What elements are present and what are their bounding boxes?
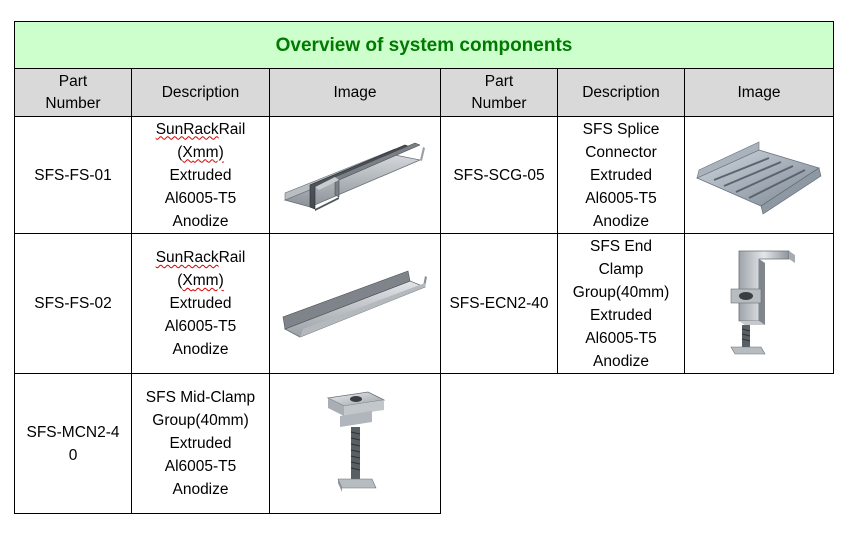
desc-line: Anodize bbox=[172, 341, 229, 358]
part-number-line2: 0 bbox=[68, 446, 78, 464]
description-cell: SFS End Clamp Group(40mm) Extruded Al600… bbox=[557, 233, 685, 374]
desc-paren: ( bbox=[177, 143, 183, 161]
part-number-cell: SFS-ECN2-40 bbox=[440, 233, 558, 374]
components-table-container: Overview of system components Part Numbe… bbox=[14, 21, 834, 514]
image-cell bbox=[269, 373, 441, 514]
desc-line: SFS Splice bbox=[582, 120, 660, 138]
desc-mm: mm) bbox=[192, 272, 224, 289]
desc-product-name: SunRack bbox=[155, 120, 219, 138]
table-row: SFS-MCN2-4 0 SFS Mid-Clamp Group(40mm) E… bbox=[14, 373, 834, 514]
splice-connector-icon bbox=[696, 141, 822, 214]
header-description: Description bbox=[131, 68, 270, 117]
image-cell bbox=[269, 116, 441, 234]
part-number-cell: SFS-FS-02 bbox=[14, 233, 132, 374]
desc-x-placeholder: X bbox=[182, 143, 193, 161]
desc-line: Al6005-T5 bbox=[164, 458, 237, 475]
desc-line: Anodize bbox=[592, 352, 649, 370]
image-cell bbox=[684, 116, 834, 234]
desc-line: Al6005-T5 bbox=[585, 189, 657, 207]
part-number-line1: SFS-MCN2-4 bbox=[26, 423, 120, 441]
desc-line: Anodize bbox=[592, 212, 649, 230]
desc-line: Extruded bbox=[169, 435, 232, 452]
desc-line: Group(40mm) bbox=[572, 283, 670, 301]
description-cell: SunRack Rail (Xmm) Extruded Al6005-T5 An… bbox=[131, 233, 270, 374]
header-row: Part Number Description Image Part Numbe… bbox=[14, 68, 834, 117]
desc-line: Extruded bbox=[589, 306, 653, 324]
rail-profile-01-icon bbox=[283, 142, 425, 211]
empty-cell bbox=[441, 374, 834, 514]
header-part-number: Part Number bbox=[14, 68, 132, 117]
desc-line: Group(40mm) bbox=[152, 412, 249, 429]
desc-line: SFS End bbox=[589, 237, 653, 255]
table-title: Overview of system components bbox=[14, 21, 834, 69]
part-number-cell: SFS-SCG-05 bbox=[440, 116, 558, 234]
desc-line: Extruded bbox=[169, 295, 232, 312]
desc-rail-word: Rail bbox=[218, 120, 246, 138]
desc-product-name: SunRack bbox=[155, 249, 219, 266]
desc-line: Extruded bbox=[169, 166, 232, 184]
description-cell: SunRack Rail (Xmm) Extruded Al6005-T5 An… bbox=[131, 116, 270, 234]
header-part-number-line2: Number bbox=[471, 94, 527, 112]
desc-paren: ( bbox=[177, 272, 183, 289]
desc-line: Al6005-T5 bbox=[164, 318, 237, 335]
desc-mm: mm) bbox=[192, 143, 224, 161]
desc-line: Extruded bbox=[589, 166, 653, 184]
header-image-2: Image bbox=[684, 68, 834, 117]
desc-line: SFS Mid-Clamp bbox=[145, 389, 256, 406]
mid-clamp-icon bbox=[326, 391, 386, 492]
end-clamp-icon bbox=[730, 250, 795, 355]
image-cell bbox=[684, 233, 834, 374]
table-row: SFS-FS-01 SunRack Rail (Xmm) Extruded Al… bbox=[14, 116, 834, 234]
desc-line: Anodize bbox=[172, 212, 229, 230]
desc-line: Connector bbox=[585, 143, 657, 161]
components-table: Overview of system components Part Numbe… bbox=[14, 21, 834, 514]
description-cell: SFS Splice Connector Extruded Al6005-T5 … bbox=[557, 116, 685, 234]
image-cell bbox=[269, 233, 441, 374]
description-cell: SFS Mid-Clamp Group(40mm) Extruded Al600… bbox=[131, 373, 270, 514]
desc-line: Al6005-T5 bbox=[164, 189, 237, 207]
header-part-number-line2: Number bbox=[45, 94, 101, 112]
desc-line: Clamp bbox=[598, 260, 644, 278]
header-part-number-line1: Part bbox=[58, 72, 88, 90]
desc-x-placeholder: X bbox=[182, 272, 193, 289]
part-number-cell: SFS-MCN2-4 0 bbox=[14, 373, 132, 514]
header-part-number-2: Part Number bbox=[440, 68, 558, 117]
desc-rail-word: Rail bbox=[218, 249, 246, 266]
rail-profile-02-icon bbox=[282, 270, 427, 337]
desc-line: Al6005-T5 bbox=[585, 329, 657, 347]
header-image: Image bbox=[269, 68, 441, 117]
header-description-2: Description bbox=[557, 68, 685, 117]
table-row: SFS-FS-02 SunRack Rail (Xmm) Extruded Al… bbox=[14, 233, 834, 374]
part-number-cell: SFS-FS-01 bbox=[14, 116, 132, 234]
desc-line: Anodize bbox=[172, 481, 229, 498]
header-part-number-line1: Part bbox=[484, 72, 514, 90]
